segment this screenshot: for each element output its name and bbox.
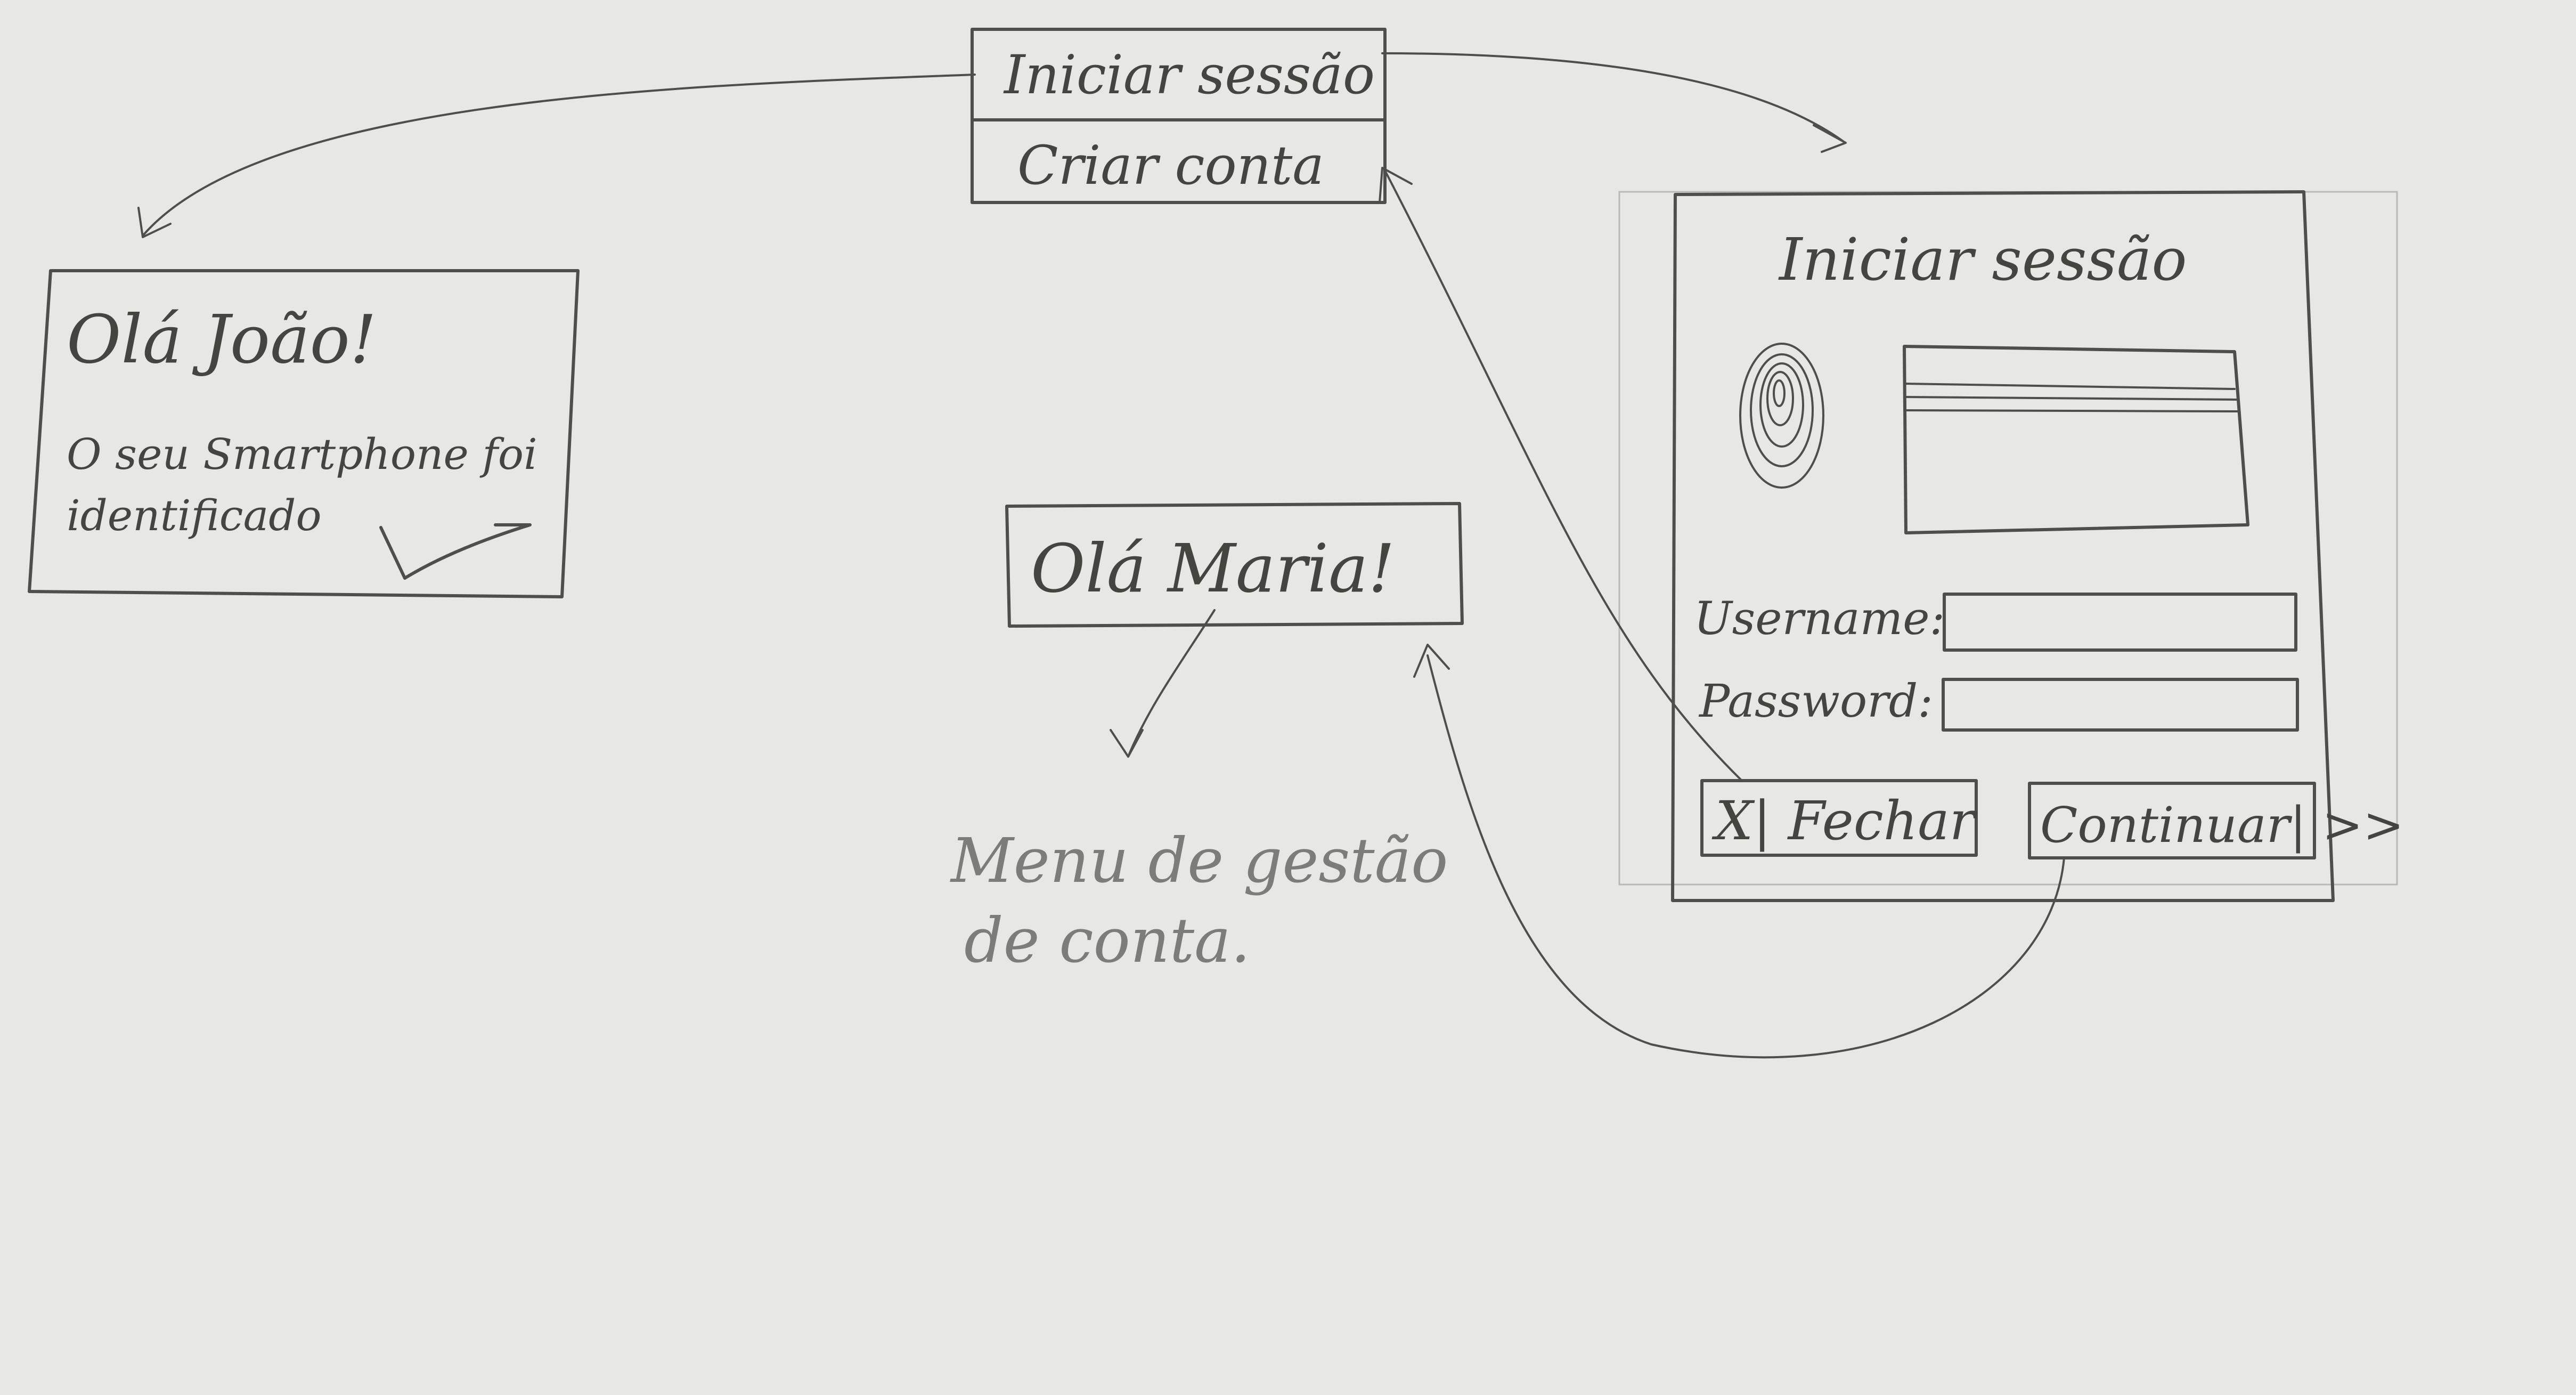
arrow-head-dialog [1813,124,1847,153]
account-note-line2: de conta. [964,905,1250,977]
account-note-line1: Menu de gestão [950,825,1448,897]
password-field[interactable] [1942,678,2299,732]
arrow-maria-to-note [1128,609,1216,755]
maria-screen-frame [1005,502,1464,628]
maria-greeting: Olá Maria! [1031,530,1395,607]
close-button-label: X| Fechar [1711,790,1978,852]
menu-item-login[interactable]: Iniciar sessão [1003,44,1375,106]
username-field[interactable] [1943,593,2297,652]
arrow-continue-to-maria [1426,654,2065,1059]
joao-screen-frame [28,269,580,598]
username-label: Username: [1694,593,1945,645]
close-button[interactable]: X| Fechar [1700,779,1978,857]
arrow-close-to-menu [1384,169,1743,782]
menu-item-login-label: Iniciar sessão [1003,44,1375,106]
joao-message-line2: identificado [67,491,322,540]
joao-screen: Olá João! O seu Smartphone foi identific… [28,269,580,598]
flow-arrows [137,52,2065,1059]
card-image-placeholder [1903,345,2249,534]
arrow-login-to-dialog [1381,52,1844,142]
arrow-head-maria [1413,644,1450,678]
joao-message-line1: O seu Smartphone foi [67,429,537,479]
menu-item-create-label: Criar conta [1017,134,1324,197]
continue-button-label: Continuar| >> [2040,797,2404,854]
continue-button[interactable]: Continuar| >> [2028,782,2404,859]
menu-item-create-account[interactable]: Criar conta [1017,134,1324,197]
login-dialog: Iniciar sessão Username: Password: X| Fe… [1671,190,2404,902]
top-menu-frame [971,28,1387,204]
arrow-login-to-joao [143,74,976,236]
login-dialog-title: Iniciar sessão [1778,225,2187,294]
checkmark-icon [379,523,532,580]
arrow-head-joao [137,207,172,238]
password-label: Password: [1698,675,1933,728]
joao-greeting: Olá João! [67,301,377,378]
fingerprint-icon [1739,343,1824,489]
account-management-note: Menu de gestão de conta. [950,825,1448,977]
arrow-head-note [1110,729,1144,758]
top-menu: Iniciar sessão Criar conta [971,28,1387,204]
login-dialog-frame [1671,190,2335,902]
maria-screen: Olá Maria! [1005,502,1464,628]
arrow-head-menu [1379,167,1413,204]
